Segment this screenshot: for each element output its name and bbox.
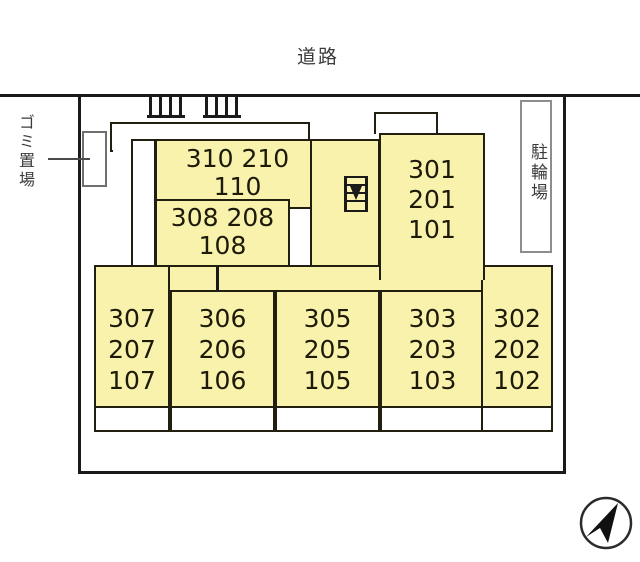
unit-301-lower-connector bbox=[379, 260, 485, 280]
unit-305-205-105 bbox=[275, 290, 380, 410]
garbage-area-leader-line bbox=[48, 158, 90, 160]
balcony-306 bbox=[170, 406, 275, 432]
unit-306-206-106 bbox=[170, 290, 275, 410]
unit-303-203-103 bbox=[380, 290, 485, 410]
fence-symbol-2-icon bbox=[203, 96, 241, 118]
unit-301-line1: 301 bbox=[408, 155, 456, 184]
site-boundary-bottom bbox=[78, 471, 566, 474]
site-boundary-top bbox=[0, 94, 640, 97]
balcony-302 bbox=[481, 406, 553, 432]
balcony-307 bbox=[94, 406, 170, 432]
unit-303-line3: 103 bbox=[408, 366, 457, 395]
unit-307-line1: 307 bbox=[108, 304, 156, 333]
unit-308-line1: 308 208 bbox=[170, 203, 275, 232]
unit-303-line1: 303 bbox=[408, 304, 457, 333]
north-arrow-icon bbox=[578, 495, 634, 551]
unit-305-line1: 305 bbox=[303, 304, 352, 333]
unit-307-line3: 107 bbox=[108, 366, 156, 395]
unit-307-line2: 207 bbox=[108, 335, 156, 364]
road-label: 道路 bbox=[297, 46, 340, 68]
unit-302-202-102 bbox=[481, 265, 553, 410]
unit-305-line2: 205 bbox=[303, 335, 352, 364]
unit-301-line2: 201 bbox=[408, 185, 456, 214]
fence-symbol-1-icon bbox=[147, 96, 185, 118]
garbage-area-label: ゴミ置場 bbox=[16, 114, 35, 190]
unit-302-line2: 202 bbox=[493, 335, 541, 364]
unit-306-line2: 206 bbox=[198, 335, 247, 364]
unit-302-line1: 302 bbox=[493, 304, 541, 333]
unit-310-line1: 310 210 bbox=[185, 144, 290, 173]
balcony-305 bbox=[275, 406, 380, 432]
unit-308-line2: 108 bbox=[198, 231, 247, 260]
unit-308-208-108 bbox=[155, 199, 290, 267]
unit-301-entry-alcove bbox=[374, 112, 438, 134]
bicycle-parking-box bbox=[520, 100, 552, 253]
corridor-strip-left bbox=[131, 139, 156, 267]
block-divider-tick bbox=[216, 267, 219, 291]
unit-303-line2: 203 bbox=[408, 335, 457, 364]
site-boundary-right-vertical bbox=[563, 94, 566, 474]
balcony-303 bbox=[380, 406, 485, 432]
unit-305-line3: 105 bbox=[303, 366, 352, 395]
unit-302-line3: 102 bbox=[493, 366, 541, 395]
corridor-connector-line bbox=[110, 150, 113, 152]
unit-301-line3: 101 bbox=[408, 215, 456, 244]
unit-306-line3: 106 bbox=[198, 366, 247, 395]
entry-walk-outline bbox=[110, 122, 310, 152]
unit-306-line1: 306 bbox=[198, 304, 247, 333]
bicycle-parking-label: 駐輪場 bbox=[527, 143, 547, 203]
site-boundary-left-vertical bbox=[78, 94, 81, 474]
unit-301-201-101 bbox=[379, 133, 485, 270]
unit-307-207-107 bbox=[94, 265, 170, 410]
unit-310-line2: 110 bbox=[213, 172, 262, 201]
staircase-down-icon bbox=[344, 176, 368, 212]
